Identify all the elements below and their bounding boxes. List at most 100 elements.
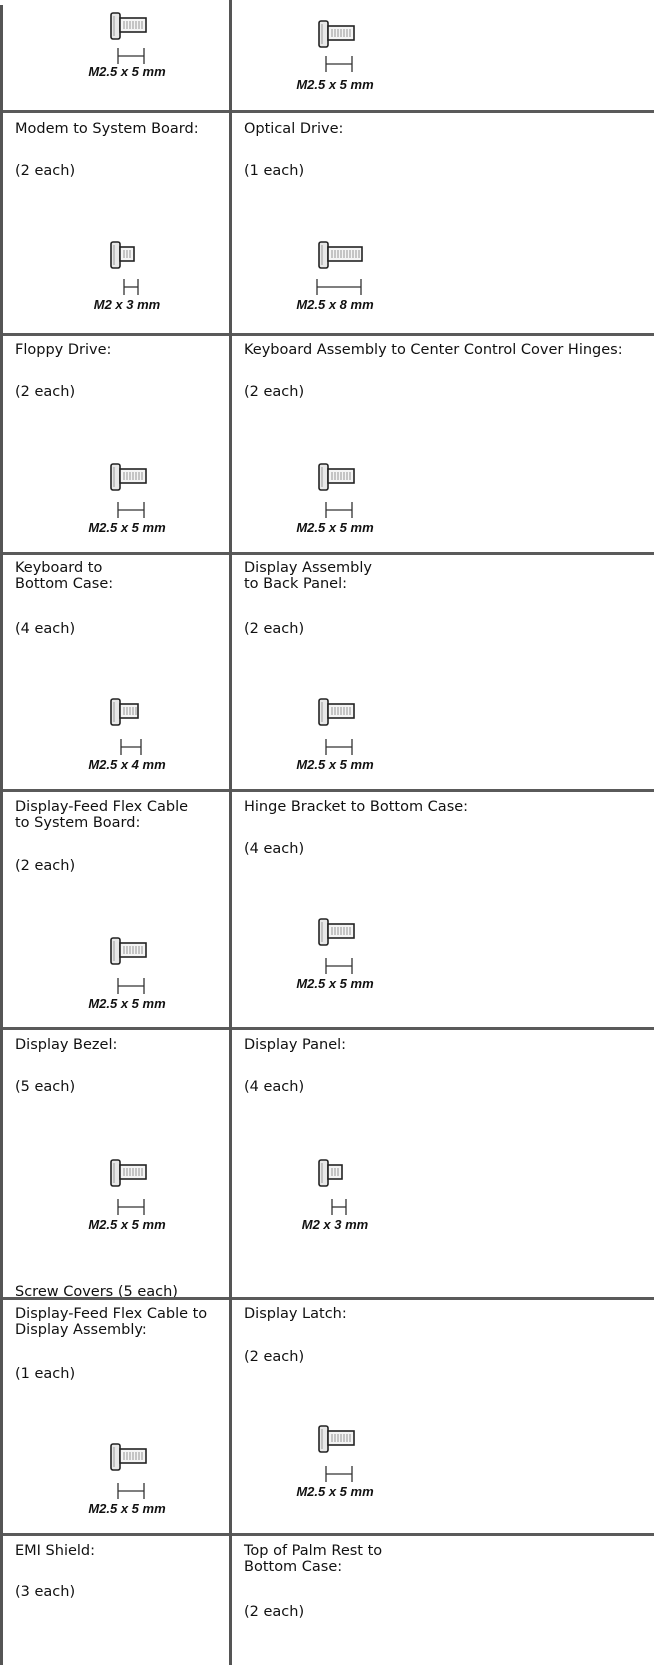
screw-size-caption: M2.5 x 5 mm bbox=[296, 1484, 374, 1499]
screw-icon bbox=[318, 241, 363, 269]
screw-quantity: (5 each) bbox=[15, 1079, 76, 1095]
length-indicator bbox=[117, 977, 145, 999]
row-divider bbox=[0, 333, 654, 336]
part-title: Optical Drive: bbox=[244, 121, 344, 137]
screw-icon bbox=[110, 463, 147, 491]
screw-size-caption: M2.5 x 5 mm bbox=[88, 520, 166, 535]
screw-size-caption: M2.5 x 4 mm bbox=[88, 757, 166, 772]
length-indicator-icon bbox=[316, 279, 362, 295]
table-cell: M2.5 x 5 mm bbox=[3, 0, 229, 111]
part-title: Display Panel: bbox=[244, 1037, 347, 1053]
screw-size-caption: M2.5 x 5 mm bbox=[88, 1501, 166, 1516]
length-indicator-icon bbox=[325, 56, 353, 72]
table-cell: Display Assembly to Back Panel:(2 each)M… bbox=[232, 553, 654, 790]
screw-figure bbox=[317, 463, 357, 495]
row-divider bbox=[0, 1027, 654, 1030]
table-cell: Optical Drive:(1 each)M2.5 x 8 mm bbox=[232, 111, 654, 334]
length-indicator-icon bbox=[117, 978, 145, 994]
table-cell: Keyboard to Bottom Case: (4 each) M2.5 x 4… bbox=[3, 553, 229, 790]
length-indicator-icon bbox=[117, 1199, 145, 1215]
part-title: Display-Feed Flex Cable to System Board: bbox=[15, 799, 189, 831]
row-divider bbox=[0, 1297, 654, 1300]
screw-icon bbox=[318, 463, 355, 491]
table-cell: Display Bezel: (5 each) M2.5 x 5 mm Screw C… bbox=[3, 1028, 229, 1300]
screw-figure bbox=[317, 1159, 345, 1191]
table-cell: Modem to System Board: (2 each) M2 x 3 mm bbox=[3, 111, 229, 334]
length-indicator bbox=[331, 1198, 347, 1220]
length-indicator-icon bbox=[117, 1483, 145, 1499]
screw-figure bbox=[317, 698, 357, 730]
length-indicator-icon bbox=[123, 279, 139, 295]
screw-icon bbox=[318, 1425, 355, 1453]
length-indicator bbox=[117, 1198, 145, 1220]
row-divider bbox=[0, 1533, 654, 1536]
table-cell: Display Latch: (2 each) M2.5 x 5 mm bbox=[232, 1298, 654, 1534]
length-indicator bbox=[117, 1482, 145, 1504]
screw-figure bbox=[109, 12, 149, 44]
screw-quantity: (1 each) bbox=[15, 1366, 76, 1382]
row-divider bbox=[0, 789, 654, 792]
screw-icon bbox=[318, 918, 355, 946]
screw-size-caption: M2.5 x 5 mm bbox=[296, 520, 374, 535]
length-indicator bbox=[325, 501, 353, 523]
length-indicator bbox=[325, 738, 353, 760]
column-divider bbox=[0, 5, 3, 1665]
part-title: Display Bezel: bbox=[15, 1037, 118, 1053]
length-indicator-icon bbox=[331, 1199, 347, 1215]
screw-icon bbox=[318, 1159, 343, 1187]
screw-figure bbox=[109, 463, 149, 495]
screw-size-caption: M2.5 x 5 mm bbox=[296, 77, 374, 92]
column-divider bbox=[229, 0, 232, 1665]
length-indicator-icon bbox=[117, 48, 145, 64]
screw-size-caption: M2.5 x 5 mm bbox=[88, 996, 166, 1011]
part-title: Keyboard to Bottom Case: bbox=[15, 560, 114, 592]
screw-size-caption: M2.5 x 5 mm bbox=[296, 757, 374, 772]
screw-size-caption: M2 x 3 mm bbox=[93, 297, 161, 312]
screw-quantity: (4 each) bbox=[244, 1079, 305, 1095]
part-title: Keyboard Assembly to Center Control Cove… bbox=[244, 342, 623, 358]
screw-size-caption: M2 x 3 mm bbox=[301, 1217, 369, 1232]
length-indicator-icon bbox=[325, 958, 353, 974]
screw-quantity: (2 each) bbox=[244, 1349, 305, 1365]
screw-icon bbox=[110, 1443, 147, 1471]
table-cell: M2.5 x 5 mm bbox=[232, 0, 654, 111]
part-title: Floppy Drive: bbox=[15, 342, 112, 358]
screw-icon bbox=[318, 20, 355, 48]
length-indicator bbox=[316, 278, 362, 300]
screw-size-caption: M2.5 x 5 mm bbox=[296, 976, 374, 991]
screw-size-caption: M2.5 x 5 mm bbox=[88, 1217, 166, 1232]
screw-quantity: (2 each) bbox=[15, 384, 76, 400]
screw-quantity: (3 each) bbox=[15, 1584, 76, 1600]
screw-icon bbox=[110, 1159, 147, 1187]
length-indicator bbox=[325, 55, 353, 77]
part-title: Modem to System Board: bbox=[15, 121, 199, 137]
table-cell: Display-Feed Flex Cable to Display Assem… bbox=[3, 1298, 229, 1534]
table-cell: Hinge Bracket to Bottom Case:(4 each)M2.… bbox=[232, 790, 654, 1028]
screw-cover-note: Screw Covers (5 each) bbox=[15, 1284, 178, 1300]
screw-size-caption: M2.5 x 8 mm bbox=[296, 297, 374, 312]
screw-figure bbox=[317, 241, 365, 273]
length-indicator bbox=[325, 1465, 353, 1487]
screw-figure bbox=[109, 241, 137, 273]
length-indicator bbox=[325, 957, 353, 979]
screw-quantity: (2 each) bbox=[15, 858, 76, 874]
screw-quantity: (2 each) bbox=[244, 1604, 305, 1620]
length-indicator-icon bbox=[325, 1466, 353, 1482]
screw-quantity: (4 each) bbox=[15, 621, 76, 637]
part-title: Display Latch: bbox=[244, 1306, 347, 1322]
part-title: Top of Palm Rest to Bottom Case: bbox=[244, 1543, 383, 1575]
screw-figure bbox=[109, 1159, 149, 1191]
part-title: Hinge Bracket to Bottom Case: bbox=[244, 799, 469, 815]
screw-quantity: (2 each) bbox=[15, 163, 76, 179]
screw-figure bbox=[109, 937, 149, 969]
screw-figure bbox=[109, 698, 141, 730]
screw-icon bbox=[110, 241, 135, 269]
table-cell: Display Panel: (4 each) M2 x 3 mm bbox=[232, 1028, 654, 1298]
length-indicator-icon bbox=[325, 502, 353, 518]
screw-figure bbox=[317, 20, 357, 52]
table-cell: Keyboard Assembly to Center Control Cove… bbox=[232, 334, 654, 553]
length-indicator bbox=[117, 47, 145, 69]
row-divider bbox=[0, 552, 654, 555]
screw-figure bbox=[109, 1443, 149, 1475]
